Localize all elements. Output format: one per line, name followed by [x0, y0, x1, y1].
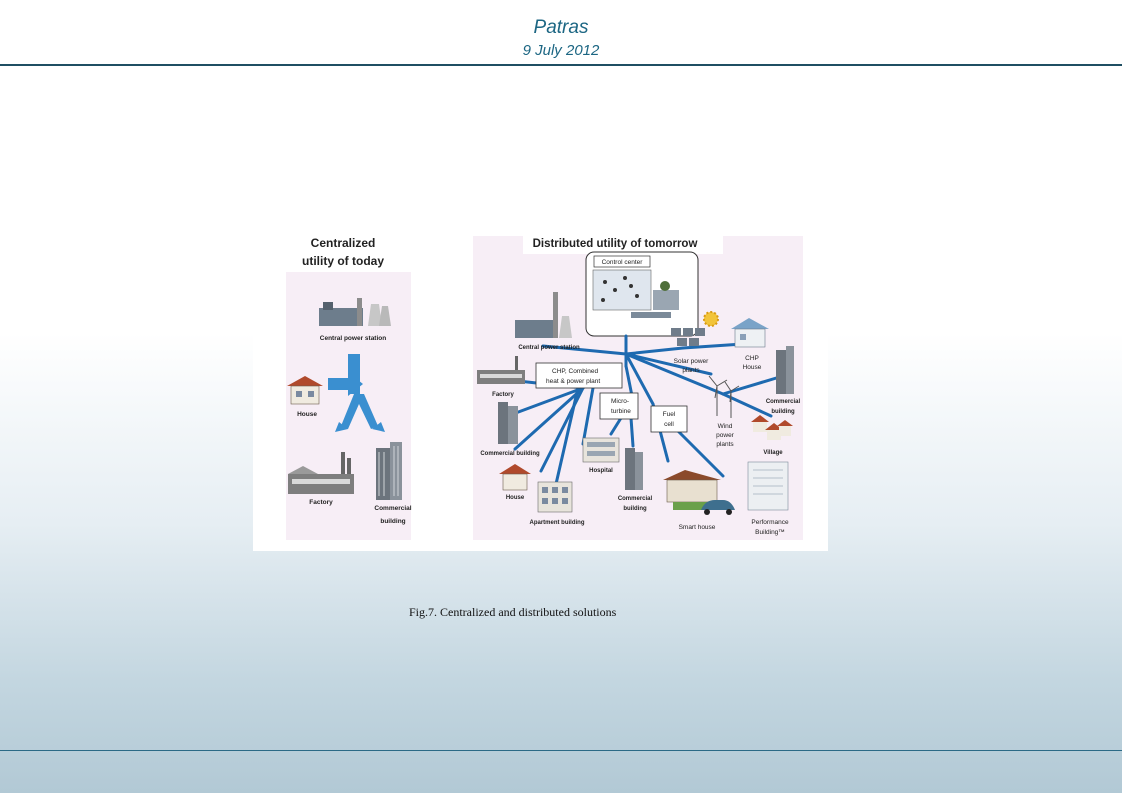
- solar-label-line1: Solar power: [674, 358, 710, 365]
- left-label-commercial-1: Commercial: [374, 505, 411, 512]
- fuel-cell-box: [650, 405, 688, 433]
- commercial-building-icon-right: [776, 346, 794, 394]
- right-label-smart-house: Smart house: [679, 524, 716, 531]
- micro-turbine-box: [599, 392, 639, 420]
- control-center-label: Control center: [602, 259, 644, 266]
- wind-label-line1: Wind: [718, 423, 733, 430]
- right-label-factory: Factory: [492, 392, 514, 398]
- solar-label-line2: plants: [682, 367, 700, 374]
- chp-label-line1: CHP, Combined: [552, 368, 599, 375]
- factory-icon-right: [477, 356, 525, 384]
- smart-house-icon: [663, 470, 729, 510]
- car-icon: [701, 500, 735, 515]
- right-title: Distributed utility of tomorrow: [533, 238, 698, 250]
- figure-caption: Fig.7. Centralized and distributed solut…: [409, 605, 617, 619]
- commercial-building-icon-left: [498, 402, 518, 444]
- control-center-label-box: [593, 255, 651, 268]
- power-station-icon-right: [515, 292, 572, 338]
- control-room-icon: [592, 269, 679, 318]
- left-title-line1: Centralized: [311, 236, 376, 250]
- house-icon: [287, 376, 323, 405]
- distribution-arrow: [328, 354, 385, 432]
- commercial-building-icon-mid: [625, 448, 643, 490]
- left-title-line2: utility of today: [302, 254, 384, 268]
- right-label-village: Village: [763, 450, 783, 456]
- hospital-icon: [582, 437, 620, 463]
- right-label-commercial-mid-2: building: [623, 506, 647, 512]
- performance-building-icon: [747, 461, 789, 511]
- micro-turbine-line2: turbine: [611, 408, 631, 415]
- performance-label-line2: Building™: [755, 529, 785, 536]
- figure-diagram: Centralized utility of today Central pow…: [253, 226, 828, 551]
- right-label-commercial-2: building: [771, 409, 795, 415]
- wind-label-line2: power: [716, 432, 735, 439]
- factory-icon: [288, 452, 354, 494]
- right-label-commercial-left: Commercial building: [480, 451, 540, 457]
- power-station-icon: [319, 298, 391, 326]
- left-title-box: [286, 234, 411, 272]
- left-label-house: House: [297, 411, 317, 418]
- header-city: Patras: [533, 17, 589, 38]
- chp-house-icon: [731, 318, 769, 348]
- apartment-building-icon: [537, 481, 573, 513]
- commercial-building-icon: [376, 442, 402, 500]
- right-label-hospital: Hospital: [589, 468, 613, 474]
- right-label-commercial-1: Commercial: [766, 399, 801, 405]
- micro-turbine-line1: Micro-: [611, 398, 629, 405]
- distribution-network: [511, 334, 785, 486]
- right-label-house: House: [506, 495, 525, 501]
- figure-svg: Centralized utility of today Central pow…: [286, 234, 803, 540]
- fuel-cell-line1: Fuel: [663, 411, 676, 418]
- right-title-box: [523, 234, 723, 254]
- chp-plant-box: [535, 362, 623, 389]
- right-label-apartment: Apartment building: [530, 520, 585, 526]
- right-label-commercial-mid-1: Commercial: [618, 496, 653, 502]
- header-divider: [0, 64, 1122, 66]
- sun-icon: [703, 311, 719, 327]
- chp-house-line2: House: [743, 364, 762, 371]
- footer-divider: [0, 750, 1122, 751]
- village-icon: [751, 415, 793, 440]
- chp-label-line2: heat & power plant: [546, 378, 600, 385]
- slide-header: Patras 9 July 2012: [0, 0, 1122, 66]
- left-label-commercial-2: building: [380, 518, 405, 525]
- right-label-power-station: Central power station: [518, 345, 580, 351]
- house-icon-right: [499, 464, 531, 491]
- wind-turbines-icon: [708, 375, 740, 418]
- left-label-factory: Factory: [309, 499, 333, 506]
- chp-house-line1: CHP: [745, 355, 759, 362]
- left-label-power-station: Central power station: [320, 335, 386, 342]
- solar-panels-icon: [671, 328, 705, 346]
- performance-label-line1: Performance: [751, 519, 789, 526]
- header-date: 9 July 2012: [522, 42, 600, 59]
- fuel-cell-line2: cell: [664, 421, 674, 428]
- wind-label-line3: plants: [716, 441, 734, 448]
